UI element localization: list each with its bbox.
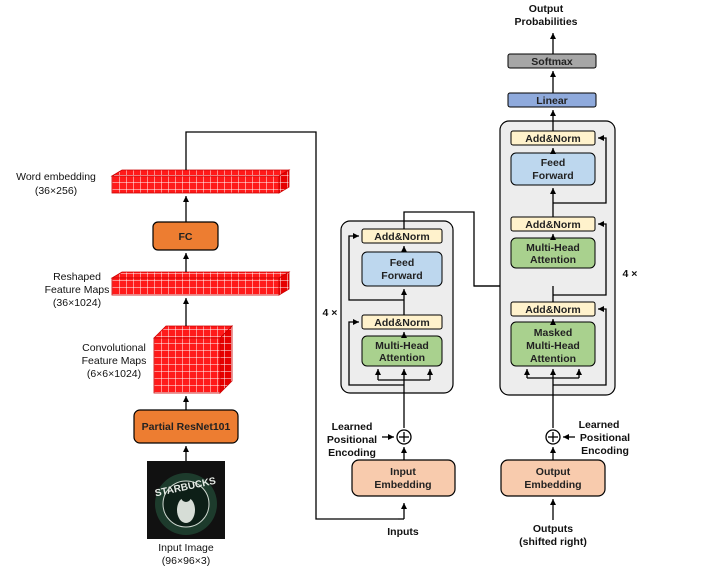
- encoder-panel: [340, 220, 454, 394]
- conv-feature-maps-cube: [153, 325, 233, 394]
- encoder-mha-label-1: Multi-Head: [375, 340, 429, 352]
- output-probs-label-2: Probabilities: [514, 16, 577, 28]
- linear-box: [507, 92, 597, 108]
- fc-label: FC: [179, 231, 193, 243]
- encoder-repeat-label: 4 ×: [323, 307, 338, 319]
- encoder-ff-label-2: Forward: [381, 270, 422, 282]
- word-embedding-dims: (36×256): [35, 185, 77, 197]
- encoder-add-norm-bottom: [361, 314, 443, 330]
- softmax-box: [507, 53, 597, 69]
- output-embedding-label-2: Embedding: [524, 479, 581, 491]
- decoder-masked-label-2: Multi-Head: [526, 340, 580, 352]
- decoder-pos-enc-3: Encoding: [581, 445, 629, 457]
- output-embedding-label-1: Output: [536, 466, 571, 478]
- reshaped-dims: (36×1024): [53, 297, 101, 309]
- decoder-pos-enc-1: Learned: [579, 419, 620, 431]
- input-embedding-label-1: Input: [390, 466, 416, 478]
- inputs-label: Inputs: [387, 526, 419, 538]
- encoder-pos-enc-2: Positional: [327, 434, 377, 446]
- decoder-add-norm-bottom-label: Add&Norm: [525, 304, 580, 316]
- encoder-add-norm-top-label: Add&Norm: [374, 231, 429, 243]
- encoder-pos-enc-1: Learned: [332, 421, 373, 433]
- decoder-add-norm-mid-label: Add&Norm: [525, 219, 580, 231]
- decoder-masked-label-3: Attention: [530, 353, 576, 365]
- conv-label-2: Feature Maps: [82, 355, 147, 367]
- conv-dims: (6×6×1024): [87, 368, 141, 380]
- outputs-label-1: Outputs: [533, 523, 573, 535]
- reshaped-feature-maps-slab: [110, 271, 291, 296]
- input-image-dims: (96×96×3): [162, 555, 210, 567]
- input-image-label: Input Image: [158, 542, 214, 554]
- encoder-mha-label-2: Attention: [379, 352, 425, 364]
- linear-label: Linear: [536, 95, 568, 107]
- input-embedding-box: [351, 459, 456, 497]
- outputs-label-2: (shifted right): [519, 536, 587, 548]
- encoder-feed-forward: [361, 251, 443, 287]
- word-embedding-slab: [110, 169, 291, 194]
- decoder-mha-label-2: Attention: [530, 254, 576, 266]
- decoder-mha-label-1: Multi-Head: [526, 242, 580, 254]
- input-image: STARBUCKS: [147, 461, 225, 539]
- encoder-ff-label-1: Feed: [390, 257, 415, 269]
- reshaped-label-1: Reshaped: [53, 271, 101, 283]
- encoder-add-norm-top: [361, 228, 443, 244]
- output-probs-label-1: Output: [529, 3, 564, 15]
- encoder-pos-enc-3: Encoding: [328, 447, 376, 459]
- decoder-masked-label-1: Masked: [534, 327, 573, 339]
- encoder-add-norm-bottom-label: Add&Norm: [374, 317, 429, 329]
- softmax-label: Softmax: [531, 56, 573, 68]
- decoder-add-norm-top-label: Add&Norm: [525, 133, 580, 145]
- decoder-ff-label-2: Forward: [532, 170, 573, 182]
- output-embedding-box: [500, 459, 606, 497]
- decoder-repeat-label: 4 ×: [623, 268, 638, 280]
- conv-label-1: Convolutional: [82, 342, 146, 354]
- resnet-label: Partial ResNet101: [142, 421, 231, 433]
- decoder-pos-enc-2: Positional: [580, 432, 630, 444]
- decoder-ff-label-1: Feed: [541, 157, 566, 169]
- word-embedding-label: Word embedding: [16, 171, 96, 183]
- input-embedding-label-2: Embedding: [374, 479, 431, 491]
- reshaped-label-2: Feature Maps: [45, 284, 110, 296]
